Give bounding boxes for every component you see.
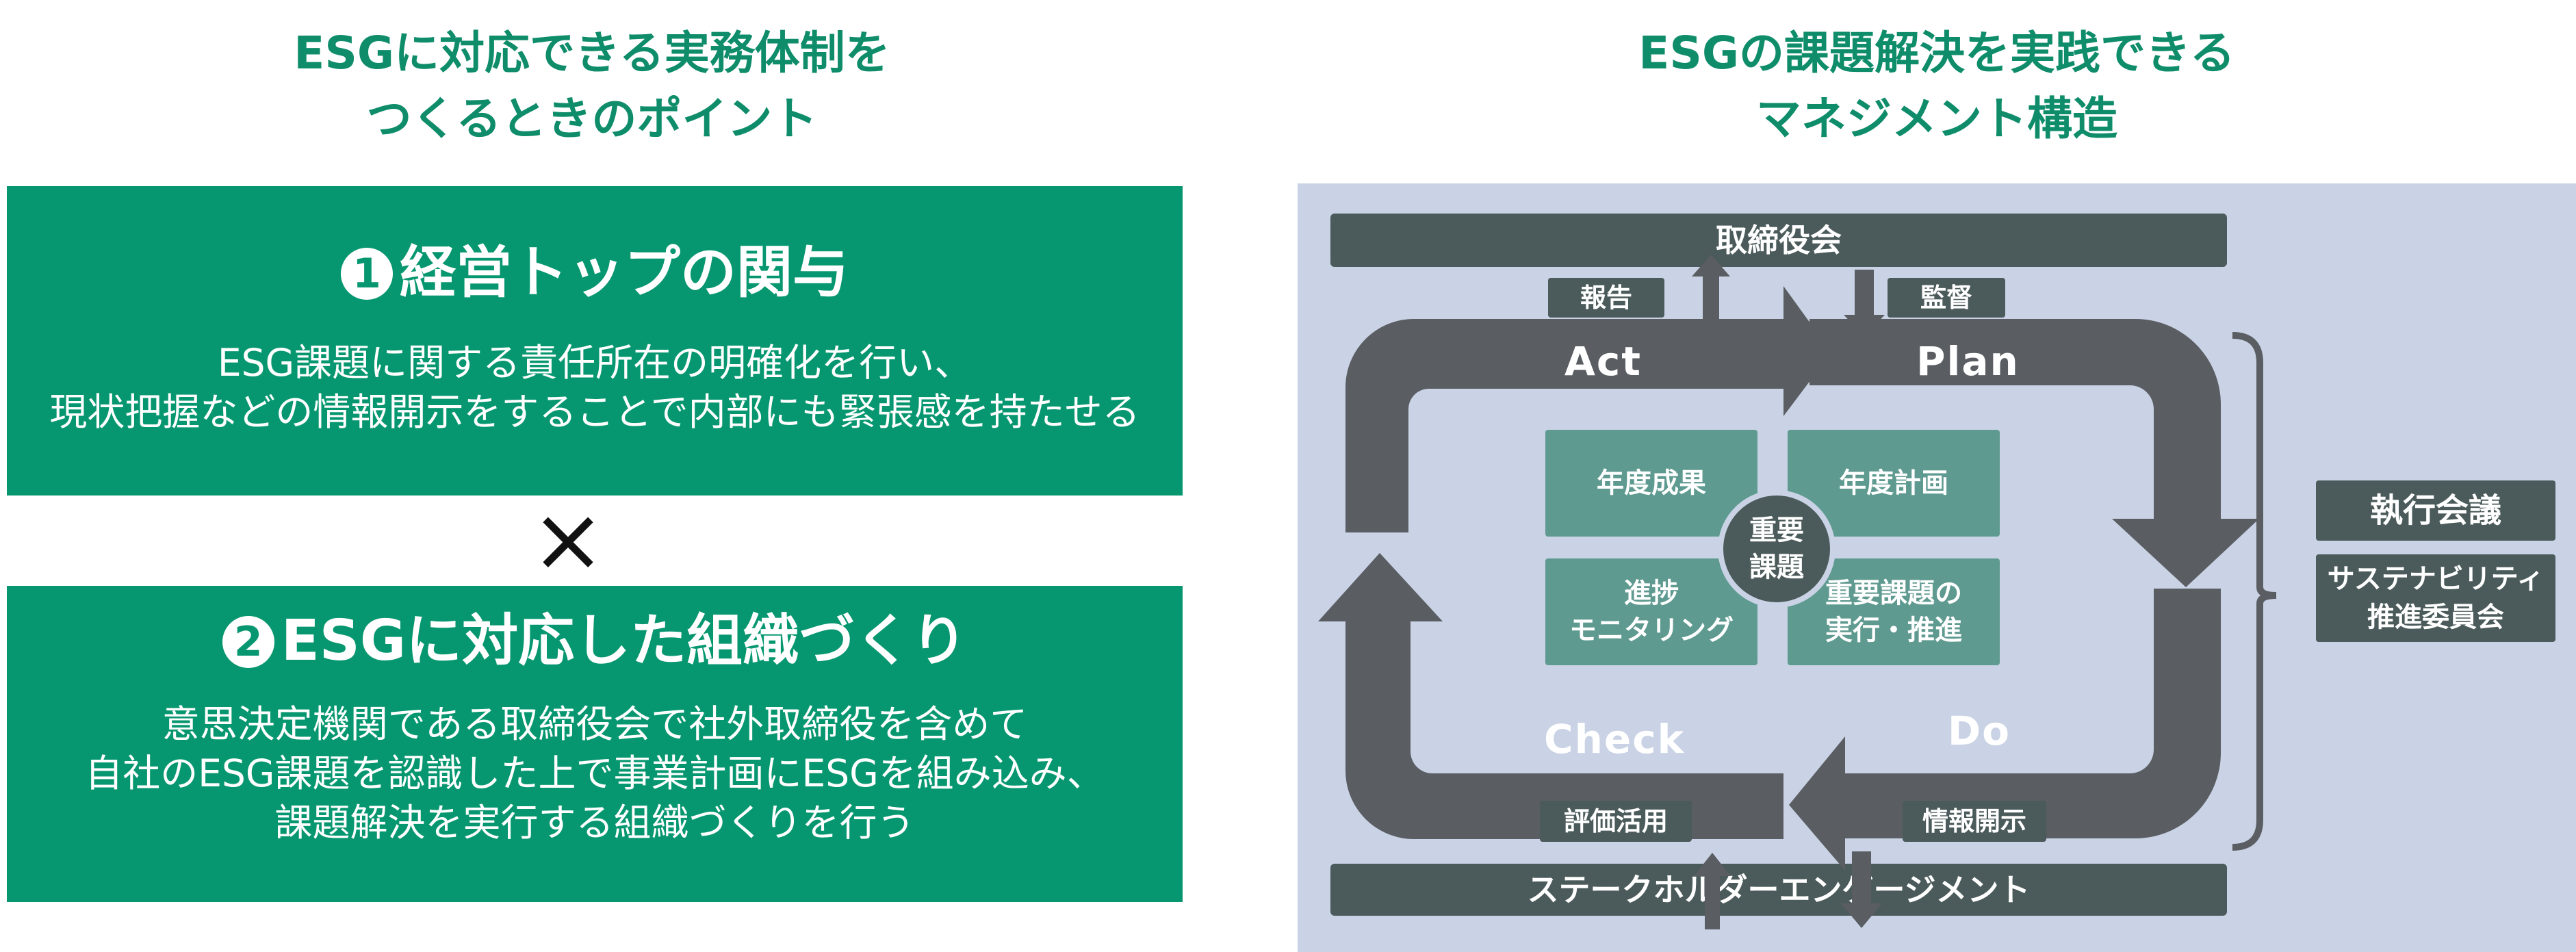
cell-execute-line-1: 重要課題の <box>1825 578 1962 609</box>
sustainability-line-1: サステナビリティ <box>2327 563 2545 595</box>
report-up-arrow <box>1692 255 1730 335</box>
times-mark: × <box>530 487 606 591</box>
sustainability-committee: サステナビリティ 推進委員会 <box>2316 554 2555 642</box>
point-2-title: ESGに対応した組織づくり <box>281 608 968 673</box>
point-1-body: ESG課題に関する責任所在の明確化を行い、 現状把握などの情報開示をすることで内… <box>7 338 1183 437</box>
plan-arrow <box>1809 319 2259 587</box>
tag-report: 報告 <box>1548 278 1664 318</box>
phase-do: Do <box>1948 708 2011 754</box>
executive-meeting: 執行会議 <box>2316 480 2555 541</box>
evaluate-up-arrow <box>1694 853 1731 929</box>
left-heading-line-1: ESGに対応できる実務体制を <box>294 27 890 79</box>
cell-annual-plan-label: 年度計画 <box>1839 467 1948 499</box>
cell-progress-line-1: 進捗 <box>1624 578 1679 609</box>
point-1-title: 経営トップの関与 <box>399 240 849 305</box>
phase-act: Act <box>1564 338 1642 385</box>
board-bar: 取締役会 <box>1330 214 2227 267</box>
cell-annual-result: 年度成果 <box>1545 430 1757 537</box>
point-2-body-line-2: 自社のESG課題を認識した上で事業計画にESGを組み込み、 <box>85 751 1105 795</box>
cell-execute-line-2: 実行・推進 <box>1825 615 1962 646</box>
point-1-body-line-2: 現状把握などの情報開示をすることで内部にも緊張感を持たせる <box>49 390 1140 434</box>
right-heading-line-2: マネジメント構造 <box>1756 92 2117 145</box>
left-heading-line-2: つくるときのポイント <box>366 92 818 145</box>
do-arrow <box>1789 589 2221 871</box>
cell-progress-monitoring: 進捗 モニタリング <box>1545 558 1757 665</box>
phase-check: Check <box>1544 716 1686 762</box>
supervise-down-arrow <box>1844 270 1885 337</box>
tag-evaluate: 評価活用 <box>1540 801 1692 842</box>
right-heading: ESGの課題解決を実践できる マネジメント構造 <box>1298 21 2576 152</box>
key-issue-line-1: 重要 <box>1749 515 1804 546</box>
left-heading: ESGに対応できる実務体制を つくるときのポイント <box>0 21 1184 152</box>
sustainability-line-2: 推進委員会 <box>2367 602 2504 633</box>
right-heading-line-1: ESGの課題解決を実践できる <box>1638 27 2235 79</box>
point-2-body: 意思決定機関である取締役会で社外取締役を含めて 自社のESG課題を認識した上で事… <box>7 699 1183 847</box>
pdca-cycle <box>1318 255 2277 929</box>
cell-progress-line-2: モニタリング <box>1569 615 1734 646</box>
point-2-number: 2 <box>222 616 274 668</box>
tag-supervise: 監督 <box>1888 278 2005 318</box>
point-1-number: 1 <box>340 248 393 300</box>
check-arrow <box>1318 553 1783 839</box>
key-issue-circle: 重要 課題 <box>1718 490 1836 608</box>
point-1-body-line-1: ESG課題に関する責任所在の明確化を行い、 <box>217 341 973 385</box>
tag-disclose: 情報開示 <box>1903 801 2046 842</box>
act-arrow <box>1345 286 1831 532</box>
phase-plan: Plan <box>1916 338 2020 385</box>
point-2-body-line-3: 課題解決を実行する組織づくりを行う <box>274 801 915 845</box>
key-issue-line-2: 課題 <box>1749 552 1804 583</box>
stakeholder-bar: ステークホルダーエンゲージメント <box>1330 864 2227 916</box>
disclose-down-arrow <box>1841 851 1882 928</box>
bracket <box>2232 332 2277 851</box>
cell-annual-result-label: 年度成果 <box>1597 467 1706 499</box>
point-2-body-line-1: 意思決定機関である取締役会で社外取締役を含めて <box>162 702 1028 746</box>
